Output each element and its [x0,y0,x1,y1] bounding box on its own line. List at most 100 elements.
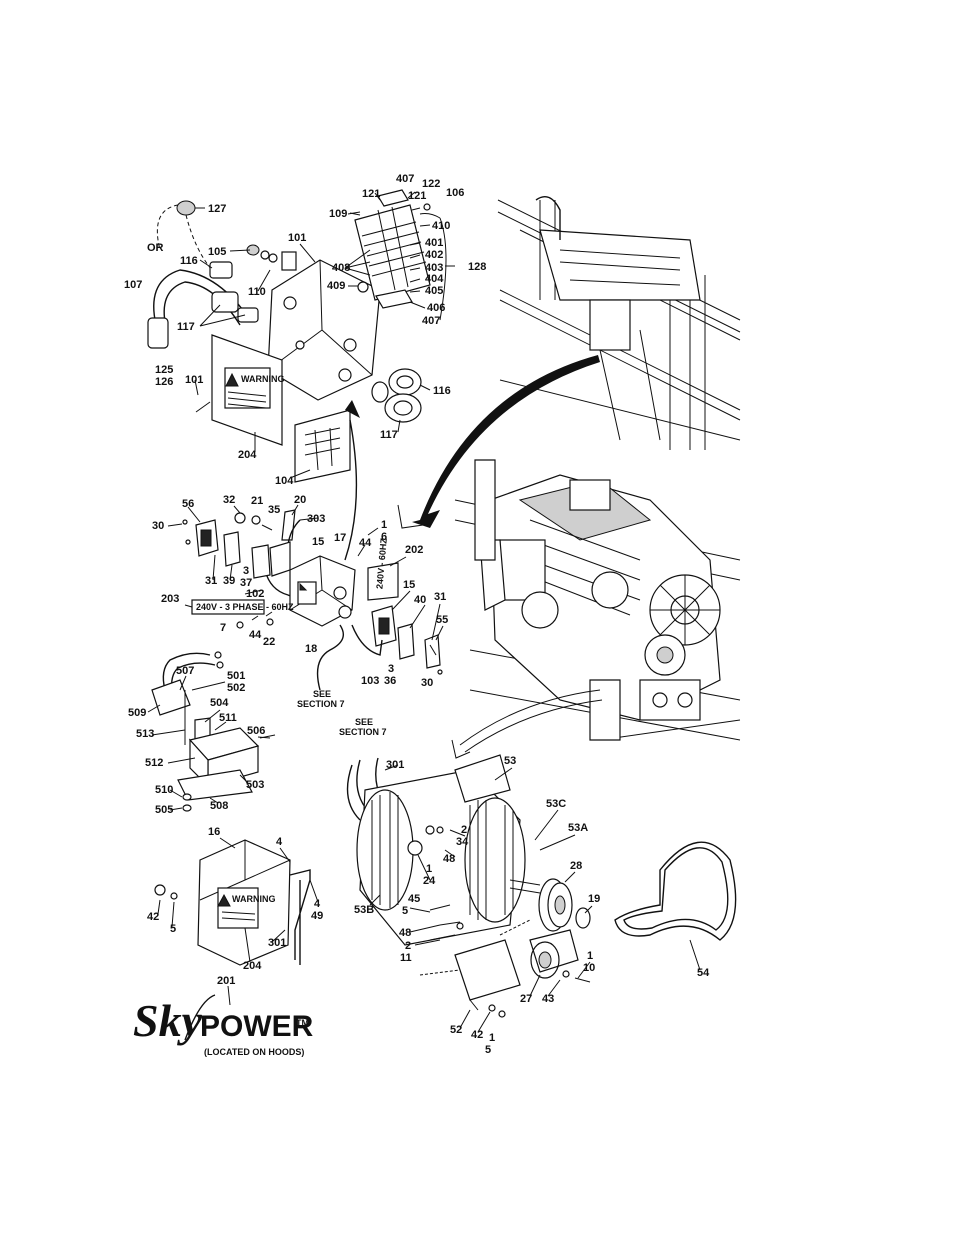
connector-arrow-bottom [451,689,603,759]
callout-1a: 1 [381,519,387,531]
callout-27: 27 [520,993,532,1005]
callout-40: 40 [414,594,426,606]
callout-48a: 48 [443,853,455,865]
logo-word: POWER [200,1010,314,1043]
callout-110: 110 [248,286,266,298]
callout-48b: 48 [399,927,411,939]
callout-45: 45 [408,893,420,905]
callout-20: 20 [294,494,306,506]
callout-116b: 116 [433,385,451,397]
callout-117b: 117 [380,429,398,441]
callout-15a: 15 [312,536,324,548]
logo-script: Sky [133,995,203,1046]
callout-5a: 5 [402,905,408,917]
callout-15b: 15 [403,579,415,591]
callout-202: 202 [405,544,423,556]
callout-44a: 44 [359,537,372,549]
callout-513: 513 [136,728,154,740]
callout-405: 405 [425,285,443,297]
callout-32: 32 [223,494,235,506]
callout-508: 508 [210,800,228,812]
callout-44b: 44 [249,629,262,641]
callout-7: 7 [220,622,226,634]
callout-19: 19 [588,893,600,905]
connector-arrow-top [397,355,600,529]
callout-125: 125 [155,364,173,376]
see-section-1-line1: SEE [313,689,331,699]
callout-1c: 1 [587,950,593,962]
callout-101b: 101 [185,374,203,386]
callout-55: 55 [436,614,448,626]
terminal-block-assembly [347,189,447,321]
callout-402: 402 [425,249,443,261]
callout-122: 122 [422,178,440,190]
see-section-2-line1: SEE [355,717,373,727]
callout-116a: 116 [180,255,198,267]
callout-117a: 117 [177,321,195,333]
callout-37: 37 [240,577,252,589]
callout-126: 126 [155,376,173,388]
callout-22: 22 [263,636,275,648]
callout-106: 106 [446,187,464,199]
callout-labels: 127 OR 107 116 105 101 110 117 125 126 1… [124,173,710,1056]
leader-lines [147,191,701,1033]
callout-3a: 3 [243,565,249,577]
callout-505: 505 [155,804,173,816]
callout-509: 509 [128,707,146,719]
callout-30a: 30 [152,520,164,532]
see-section-1-line2: SECTION 7 [297,699,345,709]
callout-2a: 2 [461,824,467,836]
hood-box-group: WARNING [154,839,311,966]
callout-501: 501 [227,670,245,682]
callout-101a: 101 [288,232,306,244]
junction-box-group: 240V - 60HZ 240V - 3 PHASE - 60HZ [182,509,443,691]
callout-31b: 31 [434,591,446,603]
callout-403: 403 [425,262,443,274]
callout-21: 21 [251,495,263,507]
callout-36: 36 [384,675,396,687]
callout-39: 39 [223,575,235,587]
callout-53c: 53C [546,798,566,810]
engine-assembly [454,459,741,741]
drive-belt [614,841,737,941]
callout-404: 404 [425,273,444,285]
callout-107: 107 [124,279,142,291]
starter-bracket-group [151,651,276,812]
callout-5c: 5 [170,923,176,935]
callout-406: 406 [427,302,445,314]
callout-204a: 204 [238,449,257,461]
generator-assembly [346,754,591,1018]
callout-105: 105 [208,246,226,258]
callout-3b: 3 [388,663,394,675]
callout-504: 504 [210,697,229,709]
hoods-note: (LOCATED ON HOODS) [204,1047,304,1057]
callout-11: 11 [400,952,412,964]
callout-1b: 1 [426,863,432,875]
callout-109: 109 [329,208,347,220]
callout-42a: 42 [471,1029,483,1041]
callout-407a: 407 [396,173,414,185]
logo-tm: TM [296,1018,309,1028]
callout-408: 408 [332,262,350,274]
callout-128: 128 [468,261,486,273]
callout-407b: 407 [422,315,440,327]
callout-53: 53 [504,755,516,767]
callout-10: 10 [583,962,595,974]
callout-303: 303 [307,513,325,525]
callout-301a: 301 [386,759,404,771]
callout-301b: 301 [268,937,286,949]
callout-103: 103 [361,675,379,687]
voltage-decal-203-text: 240V - 3 PHASE - 60HZ [196,602,294,612]
platform-frame [497,196,741,450]
callout-5b: 5 [485,1044,491,1056]
callout-4b: 4 [314,898,321,910]
callout-35: 35 [268,504,280,516]
callout-401: 401 [425,237,443,249]
callout-34: 34 [456,836,469,848]
callout-204b: 204 [243,960,262,972]
callout-49: 49 [311,910,323,922]
callout-410: 410 [432,220,450,232]
callout-506: 506 [247,725,265,737]
callout-53b: 53B [354,904,374,916]
